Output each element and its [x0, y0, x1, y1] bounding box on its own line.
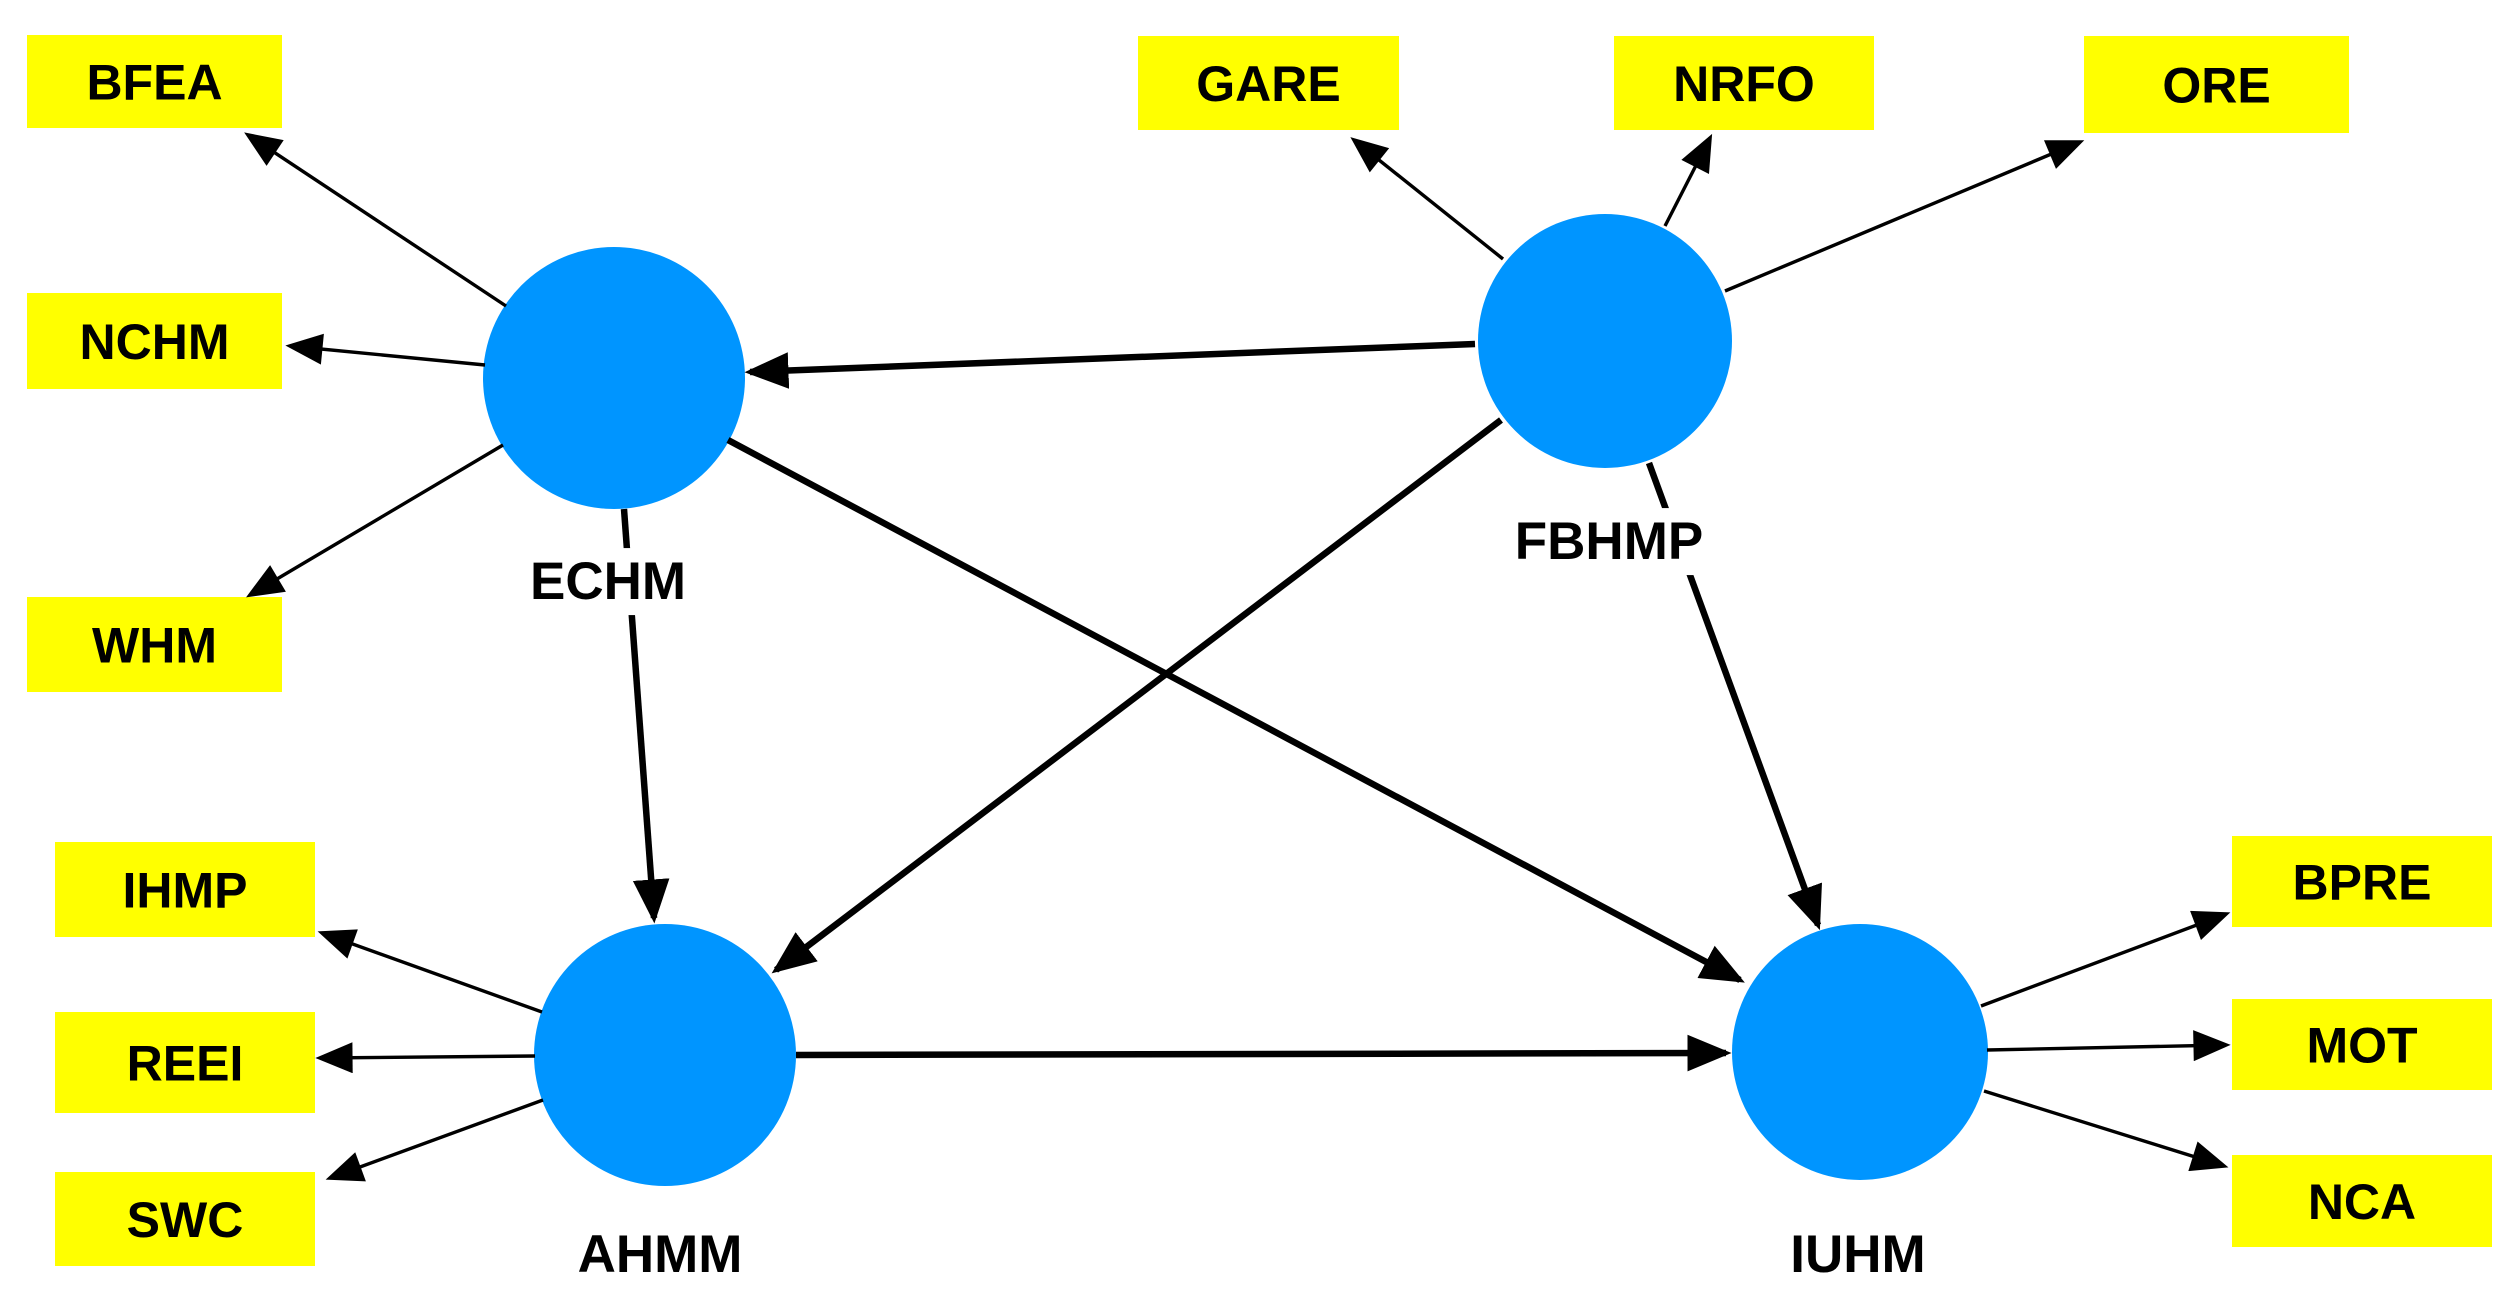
indicator-box-ORE [2084, 36, 2349, 133]
measurement-arrow-IUHM-MOT [1986, 1030, 2231, 1062]
measurement-arrow-ECHM-BFEA [244, 132, 507, 308]
indicator-box-REEI [55, 1012, 315, 1113]
indicator-label-ORE: ORE [2162, 58, 2270, 114]
measurement-arrow-IUHM-NCA [1983, 1089, 2229, 1172]
measurement-arrow-FBHMP-NRFO [1663, 133, 1713, 227]
latent-node-FBHMP [1478, 214, 1732, 468]
indicator-box-BFEA [27, 35, 282, 128]
indicator-layer: BFEA NCHM WHM GARE NRFO ORE IHMP REEI SWC BPRE MOT… [27, 35, 2492, 1266]
indicator-label-GARE: GARE [1196, 56, 1340, 112]
latent-label-IUHM: IUHM [1790, 1225, 1925, 1284]
latent-label-bg-AHMM [567, 1221, 753, 1289]
latent-label-bg-ECHM [519, 548, 697, 616]
indicator-box-WHM [27, 597, 282, 692]
latent-label-AHMM: AHMM [578, 1225, 743, 1284]
structural-arrow-layer [620, 340, 1822, 1072]
indicator-box-GARE [1138, 36, 1399, 130]
indicator-box-BPRE [2232, 836, 2492, 927]
measurement-arrow-ECHM-WHM [246, 443, 504, 598]
indicator-label-IHMP: IHMP [123, 863, 248, 919]
indicator-label-SWC: SWC [127, 1192, 244, 1248]
measurement-arrow-FBHMP-ORE [1724, 140, 2085, 293]
latent-label-bg-FBHMP [1504, 508, 1714, 576]
indicator-label-BPRE: BPRE [2293, 855, 2432, 911]
indicator-label-NCHM: NCHM [80, 314, 230, 370]
indicator-label-WHM: WHM [92, 618, 217, 674]
indicator-label-BFEA: BFEA [86, 55, 222, 111]
measurement-arrow-FBHMP-GARE [1350, 137, 1505, 261]
structural-arrow-AHMM-IUHM [795, 1034, 1732, 1072]
indicator-box-MOT [2232, 999, 2492, 1090]
structural-arrow-FBHMP-ECHM [744, 340, 1476, 389]
measurement-arrow-AHMM-SWC [325, 1098, 544, 1182]
latent-node-ECHM [483, 247, 745, 509]
latent-node-AHMM [534, 924, 796, 1186]
latent-label-layer: ECHM FBHMP AHMM IUHM [519, 508, 1936, 1289]
measurement-arrow-ECHM-NCHM [285, 333, 486, 367]
structural-arrow-FBHMP-AHMM [771, 417, 1503, 974]
latent-label-ECHM: ECHM [530, 552, 686, 611]
indicator-label-MOT: MOT [2306, 1018, 2417, 1074]
measurement-arrow-AHMM-IHMP [317, 929, 543, 1014]
indicator-box-NCHM [27, 293, 282, 389]
indicator-box-IHMP [55, 842, 315, 937]
structural-arrow-ECHM-IUHM [726, 437, 1745, 983]
indicator-box-NRFO [1614, 36, 1874, 130]
latent-node-IUHM [1732, 924, 1988, 1180]
measurement-arrow-IUHM-BPRE [1980, 910, 2231, 1008]
latent-label-bg-IUHM [1780, 1221, 1936, 1289]
indicator-label-REEI: REEI [127, 1036, 244, 1092]
indicator-box-NCA [2232, 1155, 2492, 1247]
measurement-arrow-AHMM-REEI [315, 1042, 536, 1074]
measurement-arrow-layer [244, 132, 2231, 1182]
indicator-box-SWC [55, 1172, 315, 1266]
indicator-label-NCA: NCA [2308, 1174, 2416, 1230]
latent-label-FBHMP: FBHMP [1515, 512, 1703, 571]
indicator-label-NRFO: NRFO [1673, 56, 1815, 112]
latent-layer [483, 214, 1988, 1186]
